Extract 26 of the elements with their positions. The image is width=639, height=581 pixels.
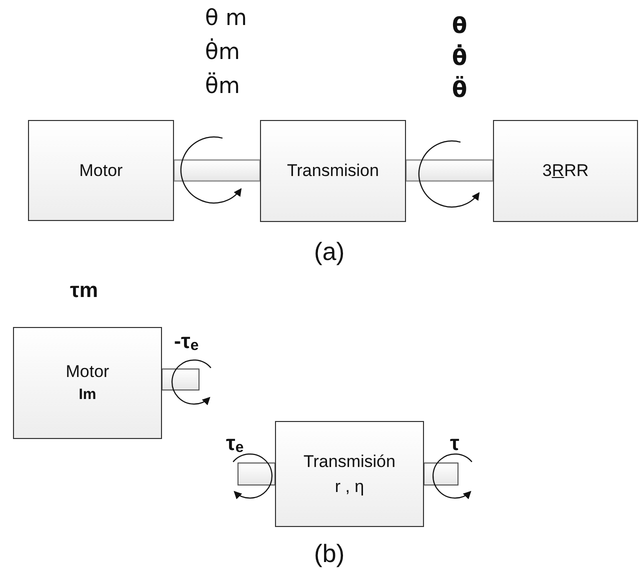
block-label: Transmisión (304, 450, 396, 472)
torque-label: -τ$_{e}$ (174, 330, 199, 354)
panel-label: (b) (314, 540, 345, 569)
block-label: Motor (66, 361, 110, 382)
block-label: Motor (79, 160, 123, 182)
block-box (260, 120, 406, 222)
angle-label: θ̇m (205, 40, 240, 65)
angle-label: θ̈ (452, 78, 468, 103)
block-box (28, 120, 174, 221)
block-parameter: Im (78, 386, 96, 405)
angle-label: θ m (205, 6, 247, 31)
block-box (493, 120, 638, 222)
torque-label: τ (450, 432, 460, 456)
angle-label: θ (452, 14, 468, 39)
panel-label: (a) (314, 238, 345, 267)
block-parameter: r , η (334, 476, 364, 498)
block-label: Transmision (287, 160, 379, 182)
block-box (13, 327, 162, 439)
torque-label: τ$_{e}$ (226, 432, 244, 456)
shaft-connector (173, 159, 261, 182)
block-box (275, 421, 424, 527)
angle-label: θ̈m (205, 74, 240, 99)
shaft-connector (405, 159, 494, 182)
torque-label: τm (70, 279, 98, 303)
angle-label: θ̇ (452, 46, 468, 71)
block-label: 3RRR (542, 160, 589, 182)
